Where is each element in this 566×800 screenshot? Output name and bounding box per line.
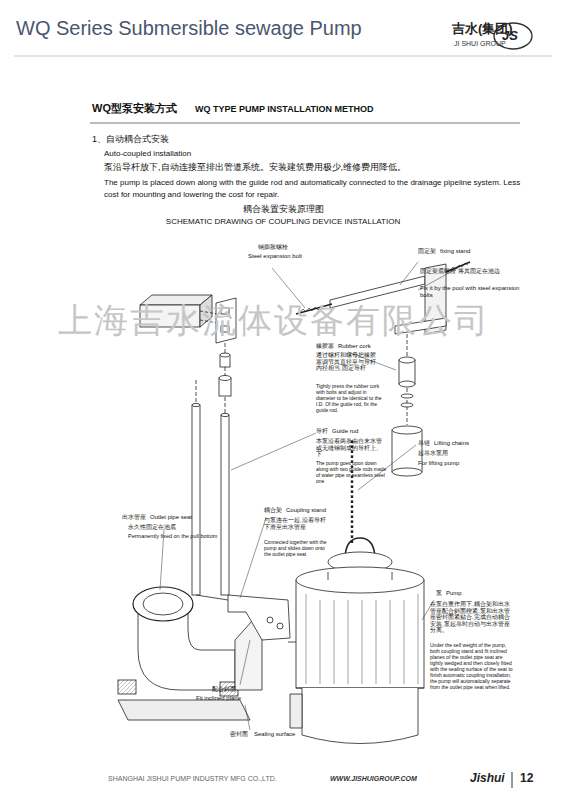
- callout-label: fixing stand: [440, 248, 470, 255]
- callout-label: 吊链: [418, 440, 430, 447]
- callout-label: 泵: [436, 590, 442, 597]
- callout-label: The pump goes upon down along with two g…: [316, 460, 388, 484]
- callout-label: 出水管座: [122, 514, 146, 521]
- callout-label: 永久性固定在池底: [128, 524, 176, 531]
- figure-title: 耦合装置安装原理图: [0, 204, 566, 215]
- figure-title: SCHEMATIC DRAWING OF COUPLING DEVICE INS…: [0, 217, 566, 227]
- logo-text: JI SHUI GROUP: [454, 40, 506, 48]
- cooling-rib: [348, 600, 349, 684]
- callout-label: 橡胶塞: [316, 343, 334, 350]
- callout-label: 密封面: [230, 731, 248, 738]
- callout-label: 本泵沿着两条由自来水管或无缝钢制成的导杆上、下: [316, 438, 386, 458]
- callout-label: Under the self weight of the pump, both …: [430, 642, 514, 690]
- footer-text: SHANGHAI JISHUI PUMP INDUSTRY MFG CO.,LT…: [108, 775, 277, 783]
- step-heading: Auto-coupled installation: [104, 149, 191, 159]
- callout-label: Pump: [446, 590, 462, 597]
- callout-label: Connected together with the pump and sli…: [264, 539, 330, 557]
- cooling-rib: [404, 600, 405, 684]
- callout-label: 与泵连在一起,沿着导杆下滑至出水管座: [264, 517, 326, 530]
- callout-label: Permanently fixed on the pull bottom: [128, 533, 228, 540]
- cooling-rib: [334, 600, 335, 684]
- body-text: The pump is placed down along with the g…: [104, 177, 534, 201]
- step-heading: 1、自动耦合式安装: [92, 134, 169, 145]
- callout-label: Tightly press the rubber cork with bolts…: [316, 383, 382, 413]
- callout-label: Lifting chains: [434, 440, 469, 447]
- callout-label: Fix it by the pool with steel expansion …: [420, 285, 520, 299]
- callout-label: 钢膨胀螺栓: [258, 244, 288, 251]
- callout-label: Rubber cork: [338, 343, 371, 350]
- cooling-rib: [418, 594, 419, 684]
- callout-label: 在泵自重作用下,耦合架和出水管座配合斜面楔紧,泵和出水管座密封面紧贴合,完成自动…: [430, 601, 510, 634]
- body-text: 泵沿导杆放下,自动连接至排出管道系统。安装建筑费用极少,维修费用降低。: [104, 162, 406, 173]
- section-title: WQ TYPE PUMP INSTALLATION METHOD: [195, 104, 374, 115]
- callout-label: 配合斜面: [212, 686, 236, 693]
- callout-label: Steel expansion bolt: [248, 253, 302, 260]
- cooling-rib: [320, 600, 321, 684]
- cooling-rib: [390, 600, 391, 684]
- callout-label: For lifting pump: [418, 460, 459, 467]
- footer-text: Jishui: [470, 771, 505, 785]
- logo-mark: JS: [502, 28, 518, 44]
- callout-label: 耦合架: [264, 507, 282, 514]
- callout-label: 导杆: [316, 428, 328, 435]
- callout-label: 通过螺杆和螺母把橡胶塞调节其直径至与导杆内径相当,固定导杆: [316, 352, 380, 372]
- cooling-rib: [362, 600, 363, 684]
- section-title: WQ型泵安装方式: [92, 102, 177, 115]
- callout-label: Outlet pipe seat: [150, 514, 192, 521]
- cooling-rib: [306, 594, 307, 684]
- callout-label: 固定架: [418, 248, 436, 255]
- callout-label: Sealing surface: [254, 731, 295, 738]
- footer-text: 12: [520, 771, 533, 785]
- footer-text: WWW.JISHUIGROUP.COM: [330, 775, 417, 783]
- cooling-rib: [376, 600, 377, 684]
- callout-label: Guide rod: [332, 428, 358, 435]
- page-header: WQ Series Submersible sewage Pump: [16, 16, 362, 40]
- callout-label: 起吊水泵用: [418, 450, 448, 457]
- callout-label: 固定架底螺栓 将其固定在池边: [420, 268, 520, 275]
- callout-label: Coupling stand: [286, 507, 326, 514]
- watermark: 上海吉水流体设备有限公司: [58, 300, 490, 341]
- callout-label: Fit inclined plane: [196, 695, 241, 702]
